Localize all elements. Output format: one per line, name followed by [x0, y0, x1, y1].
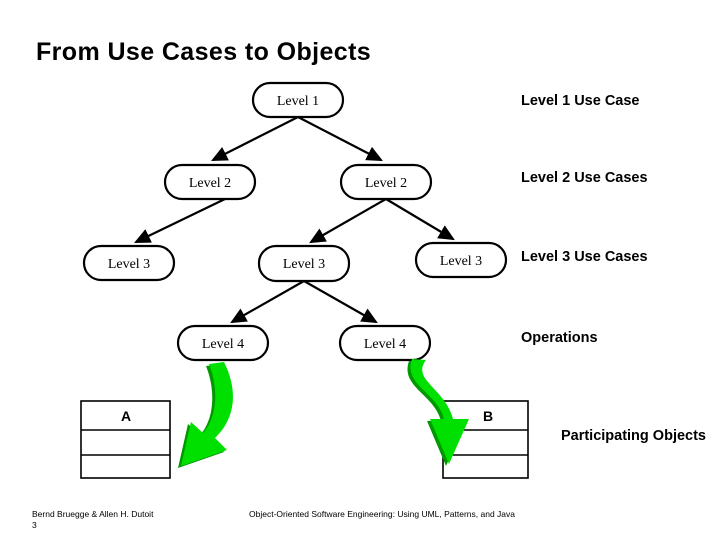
green-arrow-to-class-a [178, 362, 233, 468]
edge-l3b-l4a [230, 280, 305, 324]
tree-node-level-1[interactable]: Level 1 [251, 81, 345, 119]
green-arrow-body [181, 362, 233, 466]
class-box-name: B [483, 408, 493, 424]
annotation-operations: Operations [521, 330, 598, 346]
node-label: Level 2 [189, 176, 231, 191]
node-shape [414, 241, 508, 279]
footer-authors: Bernd Bruegge & Allen H. Dutoit [32, 509, 154, 519]
edge-l2b-l3b [309, 198, 387, 244]
node-shape [176, 324, 270, 362]
edge-l1-l2b [297, 116, 383, 162]
footer-book-title: Object-Oriented Software Engineering: Us… [249, 509, 515, 519]
node-shape [82, 244, 176, 282]
node-label: Level 3 [108, 257, 150, 272]
tree-node-level-2-right[interactable]: Level 2 [339, 163, 433, 201]
edge-l3b-l4b [303, 280, 378, 324]
page-title: From Use Cases to Objects [36, 38, 372, 66]
tree-node-level-3-right[interactable]: Level 3 [414, 241, 508, 279]
tree-node-level-3-middle[interactable]: Level 3 [257, 244, 351, 283]
class-box-outline [80, 400, 171, 479]
tree-node-level-4-right[interactable]: Level 4 [338, 324, 432, 362]
footer-page-number: 3 [32, 520, 37, 530]
tree-node-level-4-left[interactable]: Level 4 [176, 324, 270, 362]
annotation-participating-objects: Participating Objects [560, 428, 706, 444]
annotation-level-2-use-cases: Level 2 Use Cases [521, 170, 648, 186]
node-label: Level 1 [277, 94, 319, 109]
green-arrow-to-class-b [407, 359, 469, 466]
class-box-name: A [121, 408, 131, 424]
class-box-a[interactable]: A [80, 400, 171, 479]
node-shape [163, 163, 257, 201]
node-label: Level 3 [283, 257, 325, 272]
node-shape [251, 81, 345, 119]
tree-node-level-3-left[interactable]: Level 3 [82, 244, 176, 282]
edge-l2a-l3a [134, 198, 226, 243]
tree-node-level-2-left[interactable]: Level 2 [163, 163, 257, 201]
node-label: Level 2 [365, 176, 407, 191]
annotation-level-3-use-cases: Level 3 Use Cases [521, 249, 648, 265]
green-arrow-body [410, 359, 469, 464]
node-shape [257, 244, 351, 283]
node-label: Level 4 [364, 337, 406, 352]
edge-l2b-l3c [385, 198, 455, 241]
tree-edges [134, 116, 455, 324]
annotation-level-1-use-case: Level 1 Use Case [521, 93, 640, 109]
node-shape [338, 324, 432, 362]
edge-l1-l2a [211, 116, 299, 161]
node-label: Level 3 [440, 254, 482, 269]
node-label: Level 4 [202, 337, 244, 352]
node-shape [339, 163, 433, 201]
